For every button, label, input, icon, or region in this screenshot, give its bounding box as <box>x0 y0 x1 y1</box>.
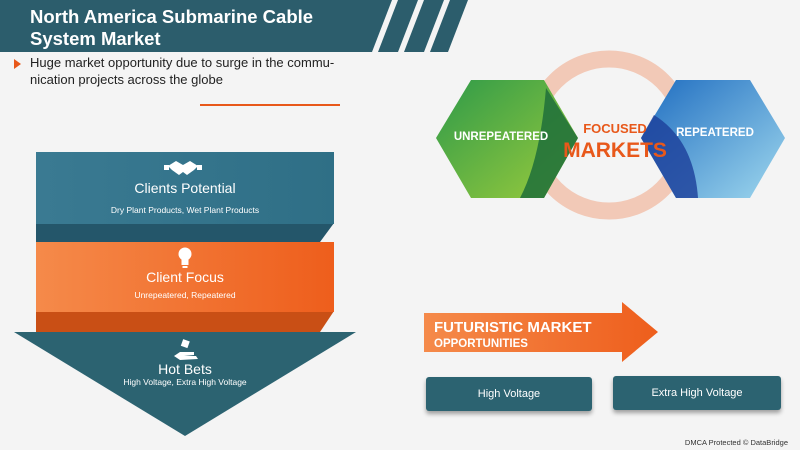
hexagon-shade-right <box>641 115 698 198</box>
subtitle-divider <box>200 104 340 106</box>
hexagon-label-left: UNREPEATERED <box>453 131 549 143</box>
title-line-2: System Market <box>30 28 161 49</box>
funnel-level-1-subtitle: Dry Plant Products, Wet Plant Products <box>110 205 260 215</box>
hexagon-label-right: REPEATERED <box>676 127 754 139</box>
funnel-level-3-title: Hot Bets <box>158 361 212 377</box>
funnel-level-2-title: Client Focus <box>146 269 224 285</box>
funnel-connector-1 <box>36 223 334 242</box>
page-title: North America Submarine Cable System Mar… <box>30 6 410 50</box>
lightbulb-icon <box>178 247 192 268</box>
focused-markets-label-2: MARKETS <box>563 139 667 162</box>
funnel-connector-2 <box>36 311 334 332</box>
funnel-level-3-subtitle: High Voltage, Extra High Voltage <box>123 377 247 387</box>
hand-dice-icon <box>174 339 198 360</box>
hexagon-shade-left <box>520 88 578 198</box>
opportunity-extra-high-voltage: Extra High Voltage <box>613 376 781 410</box>
futuristic-arrow <box>424 302 658 362</box>
title-banner <box>0 0 468 52</box>
subtitle: Huge market opportunity due to surge in … <box>30 54 370 88</box>
opportunity-high-voltage: High Voltage <box>426 377 592 411</box>
focused-markets-label-1: FOCUSED <box>583 121 647 136</box>
futuristic-title: FUTURISTIC MARKET <box>434 319 592 336</box>
subtitle-line-2: nication projects across the globe <box>30 72 223 87</box>
handshake-icon <box>164 161 202 175</box>
footer-credit: DMCA Protected © DataBridge <box>684 438 788 447</box>
funnel-level-3 <box>14 332 356 436</box>
futuristic-subtitle: OPPORTUNITIES <box>434 338 528 350</box>
funnel-level-2-subtitle: Unrepeatered, Repeatered <box>134 290 236 300</box>
subtitle-line-1: Huge market opportunity due to surge in … <box>30 55 335 70</box>
title-line-1: North America Submarine Cable <box>30 6 314 27</box>
bullet-arrow-icon <box>14 59 21 69</box>
funnel-level-1-title: Clients Potential <box>134 180 236 196</box>
